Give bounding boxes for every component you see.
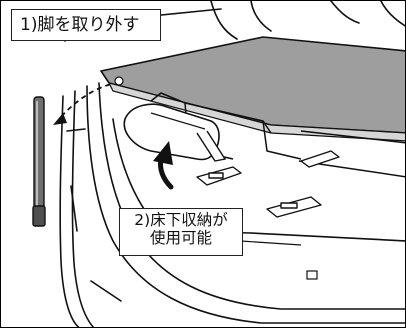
dashed-arrow-head-icon	[53, 113, 67, 125]
step1-callout: 1)脚を取り外す	[11, 9, 161, 41]
step1-text: 1)脚を取り外す	[20, 15, 140, 35]
floor-hook	[306, 270, 318, 280]
step2-text-line2: 使用可能	[149, 228, 212, 247]
storage-lid	[123, 103, 227, 162]
dashed-arrow-path	[58, 82, 120, 120]
step2-text-line1: 2)床下収納が	[134, 211, 228, 229]
detached-leg-pole	[32, 96, 46, 227]
hinge-brackets	[196, 150, 340, 218]
step2-callout: 2)床下収納が 使用可能	[119, 208, 243, 256]
deck-board	[100, 36, 405, 142]
open-direction-arrow-icon	[153, 141, 174, 190]
